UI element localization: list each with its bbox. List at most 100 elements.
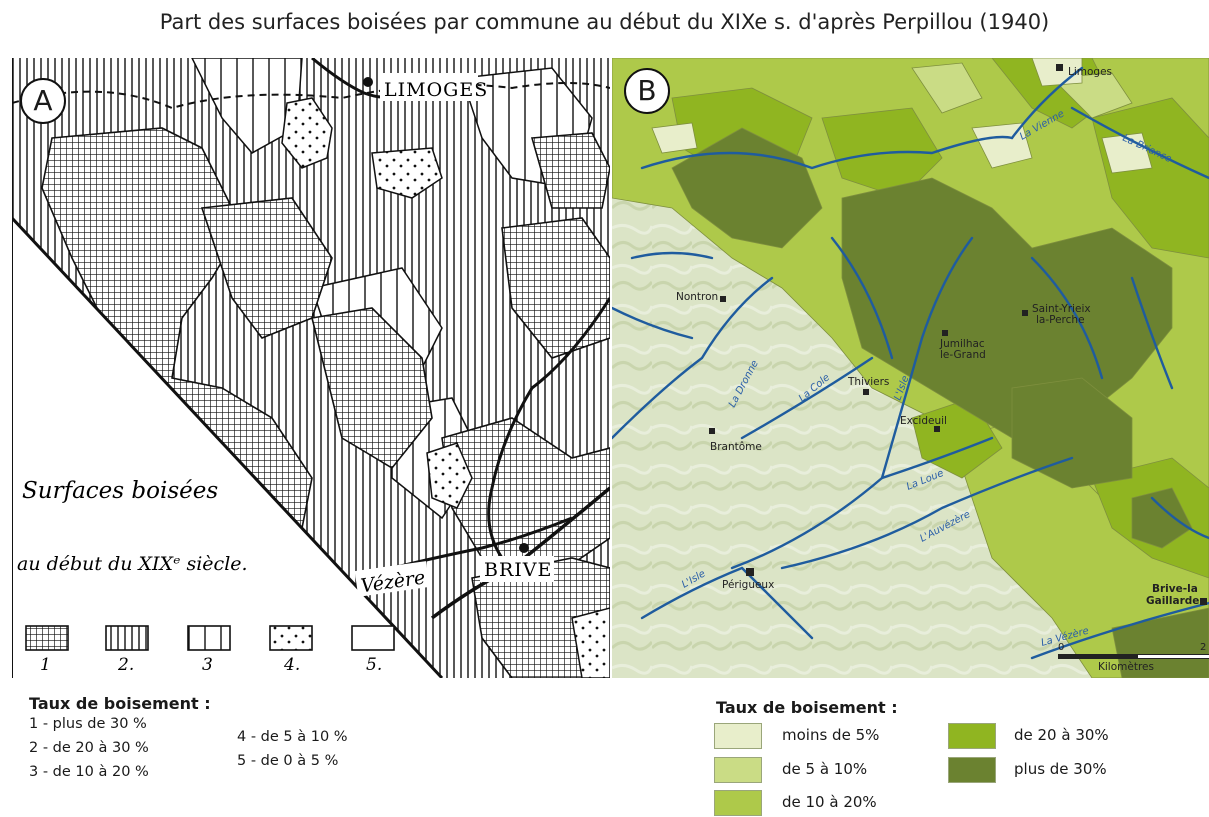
river-briance (1070, 106, 1209, 180)
scale-bar-segment (1138, 655, 1209, 658)
perigueux-marker (746, 568, 754, 576)
scale-zero: 0 (1058, 642, 1064, 653)
town-brive-line2: Gaillarde (1146, 595, 1199, 607)
river-line (487, 297, 610, 559)
panel-b-badge: B (624, 68, 670, 114)
forest-under-5 (971, 122, 1033, 169)
town-perigueux: Périgueux (722, 579, 774, 591)
town-thiviers: Thiviers (847, 376, 889, 388)
legend-a-title: Taux de boisement : (29, 694, 211, 713)
key-number-4: 4. (283, 655, 300, 675)
key-swatch-1 (25, 625, 69, 651)
legend-b-swatch-under-5 (714, 723, 762, 749)
limoges-label: LIMOGES (384, 79, 488, 101)
scale-end: 2 (1200, 642, 1206, 653)
river-dronne (612, 276, 774, 440)
river-vezere (1030, 601, 1209, 660)
river-vienne (1010, 66, 1084, 140)
river-branch (1130, 276, 1174, 390)
forest-under-5 (651, 122, 698, 154)
legend-b-label-under-5: moins de 5% (782, 726, 880, 744)
key-number-3: 3 (202, 655, 213, 675)
thiviers-marker (863, 389, 869, 395)
modern-map: Limoges Nontron Jumilhac le-Grand Saint-… (612, 58, 1209, 678)
historic-map-panel: LIMOGES BRIVE Vézère Surfaces boisées au… (12, 58, 610, 678)
limoges-marker (363, 77, 373, 87)
town-excideuil: Excideuil (900, 415, 947, 427)
key-number-2: 2. (117, 655, 134, 675)
region-boundary (12, 82, 610, 110)
river-vienne (640, 135, 1014, 170)
map-a-title-line1: Surfaces boisées (22, 478, 218, 504)
class-4-area (426, 442, 473, 509)
jumilhac-marker (942, 330, 948, 336)
river-branch (612, 306, 694, 340)
class-1-area (530, 132, 610, 209)
historic-map: LIMOGES BRIVE Vézère Surfaces boisées au… (12, 58, 610, 678)
figure-title: Part des surfaces boisées par commune au… (159, 10, 1050, 34)
brantome-marker (709, 428, 715, 434)
town-nontron: Nontron (676, 291, 718, 303)
excideuil-marker (934, 426, 940, 432)
town-limoges: Limoges (1068, 66, 1112, 78)
legend-b-label-over-30: plus de 30% (1014, 760, 1107, 778)
class-3-area (190, 58, 303, 154)
key-number-5: 5. (366, 655, 382, 675)
river-branch (1150, 496, 1209, 540)
town-saint-yrieix-line2: la-Perche (1036, 314, 1085, 326)
forest-over-30 (1131, 487, 1193, 549)
legend-b-swatch-10-20 (714, 790, 762, 816)
modern-map-panel: Limoges Nontron Jumilhac le-Grand Saint-… (612, 58, 1209, 678)
class-1-area (441, 417, 610, 579)
saint-yrieix-marker (1022, 310, 1028, 316)
legend-a-item-5: 5 - de 0 à 5 % (237, 753, 339, 769)
nontron-marker (720, 296, 726, 302)
limoges-marker (1056, 64, 1063, 71)
legend-a-item-3: 3 - de 10 à 20 % (29, 764, 149, 780)
brive-label: BRIVE (484, 559, 552, 581)
legend-b-label-20-30: de 20 à 30% (1014, 726, 1109, 744)
forest-5-10 (911, 62, 983, 114)
river-loue (730, 436, 994, 570)
forest-under-5 (1101, 132, 1153, 174)
class-1-area (311, 307, 433, 470)
legend-b-label-5-10: de 5 à 10% (782, 760, 868, 778)
key-swatch-4 (269, 625, 313, 651)
brive-marker (1200, 598, 1207, 605)
key-swatch-5 (351, 625, 395, 651)
panel-a-badge: A (20, 78, 66, 124)
class-1-area (471, 557, 610, 678)
river-isle-south (640, 566, 744, 620)
river-branch (1030, 256, 1104, 380)
brive-label-box (480, 556, 554, 582)
river-branch (630, 251, 714, 260)
town-brive-line1: Brive-la (1152, 583, 1198, 595)
legend-b-label-10-20: de 10 à 20% (782, 793, 877, 811)
legend-b-swatch-5-10 (714, 757, 762, 783)
legend-b-swatch-20-30 (948, 723, 996, 749)
town-jumilhac-line1: Jumilhac (939, 338, 985, 350)
legend-b-swatch-over-30 (948, 757, 996, 783)
limoges-label-box (380, 73, 478, 101)
scale-unit: Kilomètres (1098, 661, 1154, 673)
river-auvezere (780, 456, 1074, 570)
class-4-area (571, 607, 610, 678)
forest-over-30 (671, 127, 823, 249)
key-number-1: 1 (40, 655, 51, 675)
town-saint-yrieix-line1: Saint-Yrieix (1032, 303, 1091, 315)
class-1-area (501, 217, 610, 359)
town-jumilhac-line2: le-Grand (940, 349, 986, 361)
forest-over-30 (841, 177, 1173, 439)
scale-bar (1058, 654, 1209, 659)
river-isle (880, 236, 974, 480)
legend-b-title: Taux de boisement : (716, 698, 898, 717)
map-a-title-line2: au début du XIXᵉ siècle. (17, 553, 248, 575)
river-branch (830, 236, 894, 360)
legend-a-item-2: 2 - de 20 à 30 % (29, 740, 149, 756)
map-frame-diagonal (12, 216, 444, 678)
town-brantome: Brantôme (710, 441, 762, 453)
brive-marker (519, 543, 529, 553)
forest-over-30 (1011, 377, 1133, 489)
forest-over-30 (1111, 607, 1209, 678)
key-swatch-3 (187, 625, 231, 651)
